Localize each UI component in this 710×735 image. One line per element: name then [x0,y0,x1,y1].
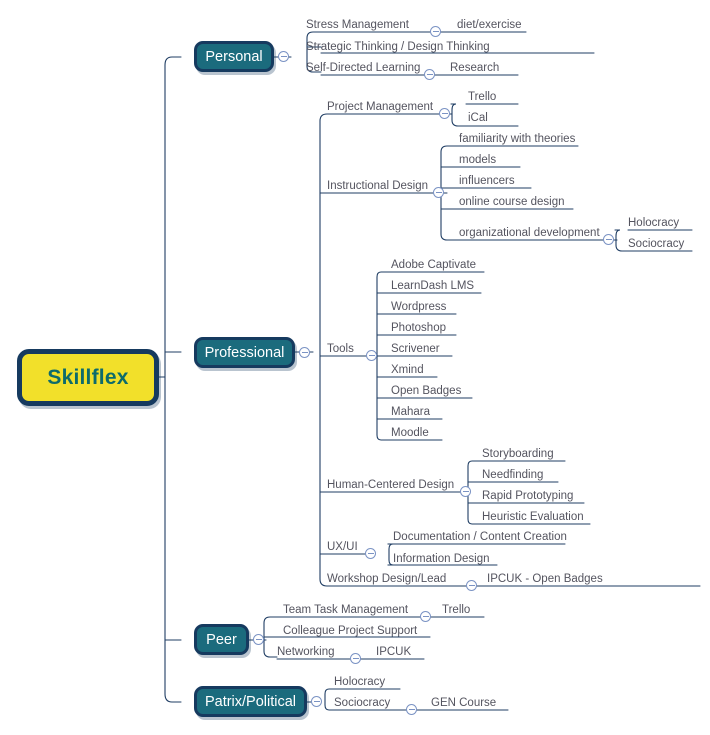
peer-subtrunk [263,616,278,658]
topic-wordpress[interactable]: Wordpress [391,301,447,313]
branch-node-professional[interactable]: Professional [194,337,295,368]
collapse-toggle-networking[interactable] [350,653,361,664]
topic-mahara[interactable]: Mahara [391,406,430,418]
collapse-toggle-ux-ui[interactable] [365,548,376,559]
topic-tools[interactable]: Tools [327,343,354,355]
collapse-toggle-personal[interactable] [278,51,289,62]
topic-trello-peer[interactable]: Trello [442,604,471,616]
topic-xmind[interactable]: Xmind [391,364,424,376]
collapse-toggle-peer[interactable] [253,634,264,645]
topic-familiarity-with-theories[interactable]: familiarity with theories [459,133,576,145]
topic-diet-exercise[interactable]: diet/exercise [457,19,522,31]
topic-learndash-lms[interactable]: LearnDash LMS [391,280,475,292]
topic-adobe-captivate[interactable]: Adobe Captivate [391,259,477,271]
topic-documentation-content-creation[interactable]: Documentation / Content Creation [393,531,567,543]
collapse-toggle-sociocracy-patrix[interactable] [406,704,417,715]
branch-label-patrix-political: Patrix/Political [204,693,297,710]
collapse-toggle-self-directed-learning[interactable] [424,69,435,80]
collapse-toggle-patrix-political[interactable] [311,696,322,707]
topic-ux-ui[interactable]: UX/UI [327,541,358,553]
collapse-toggle-human-centered-design[interactable] [460,486,471,497]
topic-heuristic-evaluation[interactable]: Heuristic Evaluation [482,511,584,523]
topic-human-centered-design[interactable]: Human-Centered Design [327,479,455,491]
topic-holocracy-instructional[interactable]: Holocracy [628,217,680,229]
topic-trello-pm[interactable]: Trello [468,91,497,103]
collapse-toggle-stress-management[interactable] [430,26,441,37]
topic-models[interactable]: models [459,154,497,166]
topic-sociocracy-patrix[interactable]: Sociocracy [334,697,391,709]
topic-networking[interactable]: Networking [277,646,335,658]
topic-needfinding[interactable]: Needfinding [482,469,544,481]
branch-node-personal[interactable]: Personal [194,41,274,72]
branch-label-personal: Personal [205,48,263,65]
topic-holocracy-patrix[interactable]: Holocracy [334,676,386,688]
collapse-toggle-project-management[interactable] [439,108,450,119]
topic-information-design[interactable]: Information Design [393,553,490,565]
topic-research[interactable]: Research [450,62,500,74]
pm-subtrunk [450,103,467,127]
topic-organizational-development[interactable]: organizational development [459,227,600,239]
topic-stress-management[interactable]: Stress Management [306,19,409,31]
topic-moodle[interactable]: Moodle [391,427,429,439]
topic-colleague-project-support[interactable]: Colleague Project Support [283,625,418,637]
topic-photoshop[interactable]: Photoshop [391,322,446,334]
branch-node-peer[interactable]: Peer [194,624,249,655]
collapse-toggle-professional[interactable] [299,347,310,358]
topic-ipcuk-peer[interactable]: IPCUK [376,646,412,658]
topic-ical[interactable]: iCal [468,112,488,124]
topic-gen-course[interactable]: GEN Course [431,697,497,709]
topic-workshop-design-lead[interactable]: Workshop Design/Lead [327,573,447,585]
branch-node-patrix-political[interactable]: Patrix/Political [194,686,307,717]
topic-storyboarding[interactable]: Storyboarding [482,448,554,460]
topic-project-management[interactable]: Project Management [327,101,434,113]
topic-open-badges[interactable]: Open Badges [391,385,462,397]
collapse-toggle-tools[interactable] [366,350,377,361]
collapse-toggle-organizational-development[interactable] [603,234,614,245]
topic-online-course-design[interactable]: online course design [459,196,565,208]
collapse-toggle-workshop-design-lead[interactable] [466,580,477,591]
orgdev-subtrunk [614,229,629,252]
topic-strategic-design-thinking[interactable]: Strategic Thinking / Design Thinking [306,41,490,53]
topic-scrivener[interactable]: Scrivener [391,343,440,355]
topic-ipcuk-open-badges[interactable]: IPCUK - Open Badges [487,573,603,585]
root-node[interactable]: Skillflex [17,349,159,406]
collapse-toggle-instructional-design[interactable] [433,187,444,198]
branch-label-peer: Peer [206,631,237,648]
tools-subtrunk [376,271,387,441]
patrix-subtrunk [324,688,335,711]
root-label: Skillflex [47,365,129,389]
topic-instructional-design[interactable]: Instructional Design [327,180,428,192]
collapse-toggle-team-task-management[interactable] [420,611,431,622]
topic-rapid-prototyping[interactable]: Rapid Prototyping [482,490,574,502]
topic-team-task-management[interactable]: Team Task Management [283,604,409,616]
main-trunk [164,56,182,703]
topic-influencers[interactable]: influencers [459,175,515,187]
topic-self-directed-learning[interactable]: Self-Directed Learning [306,62,421,74]
topic-sociocracy-instructional[interactable]: Sociocracy [628,238,685,250]
branch-label-professional: Professional [204,344,285,361]
